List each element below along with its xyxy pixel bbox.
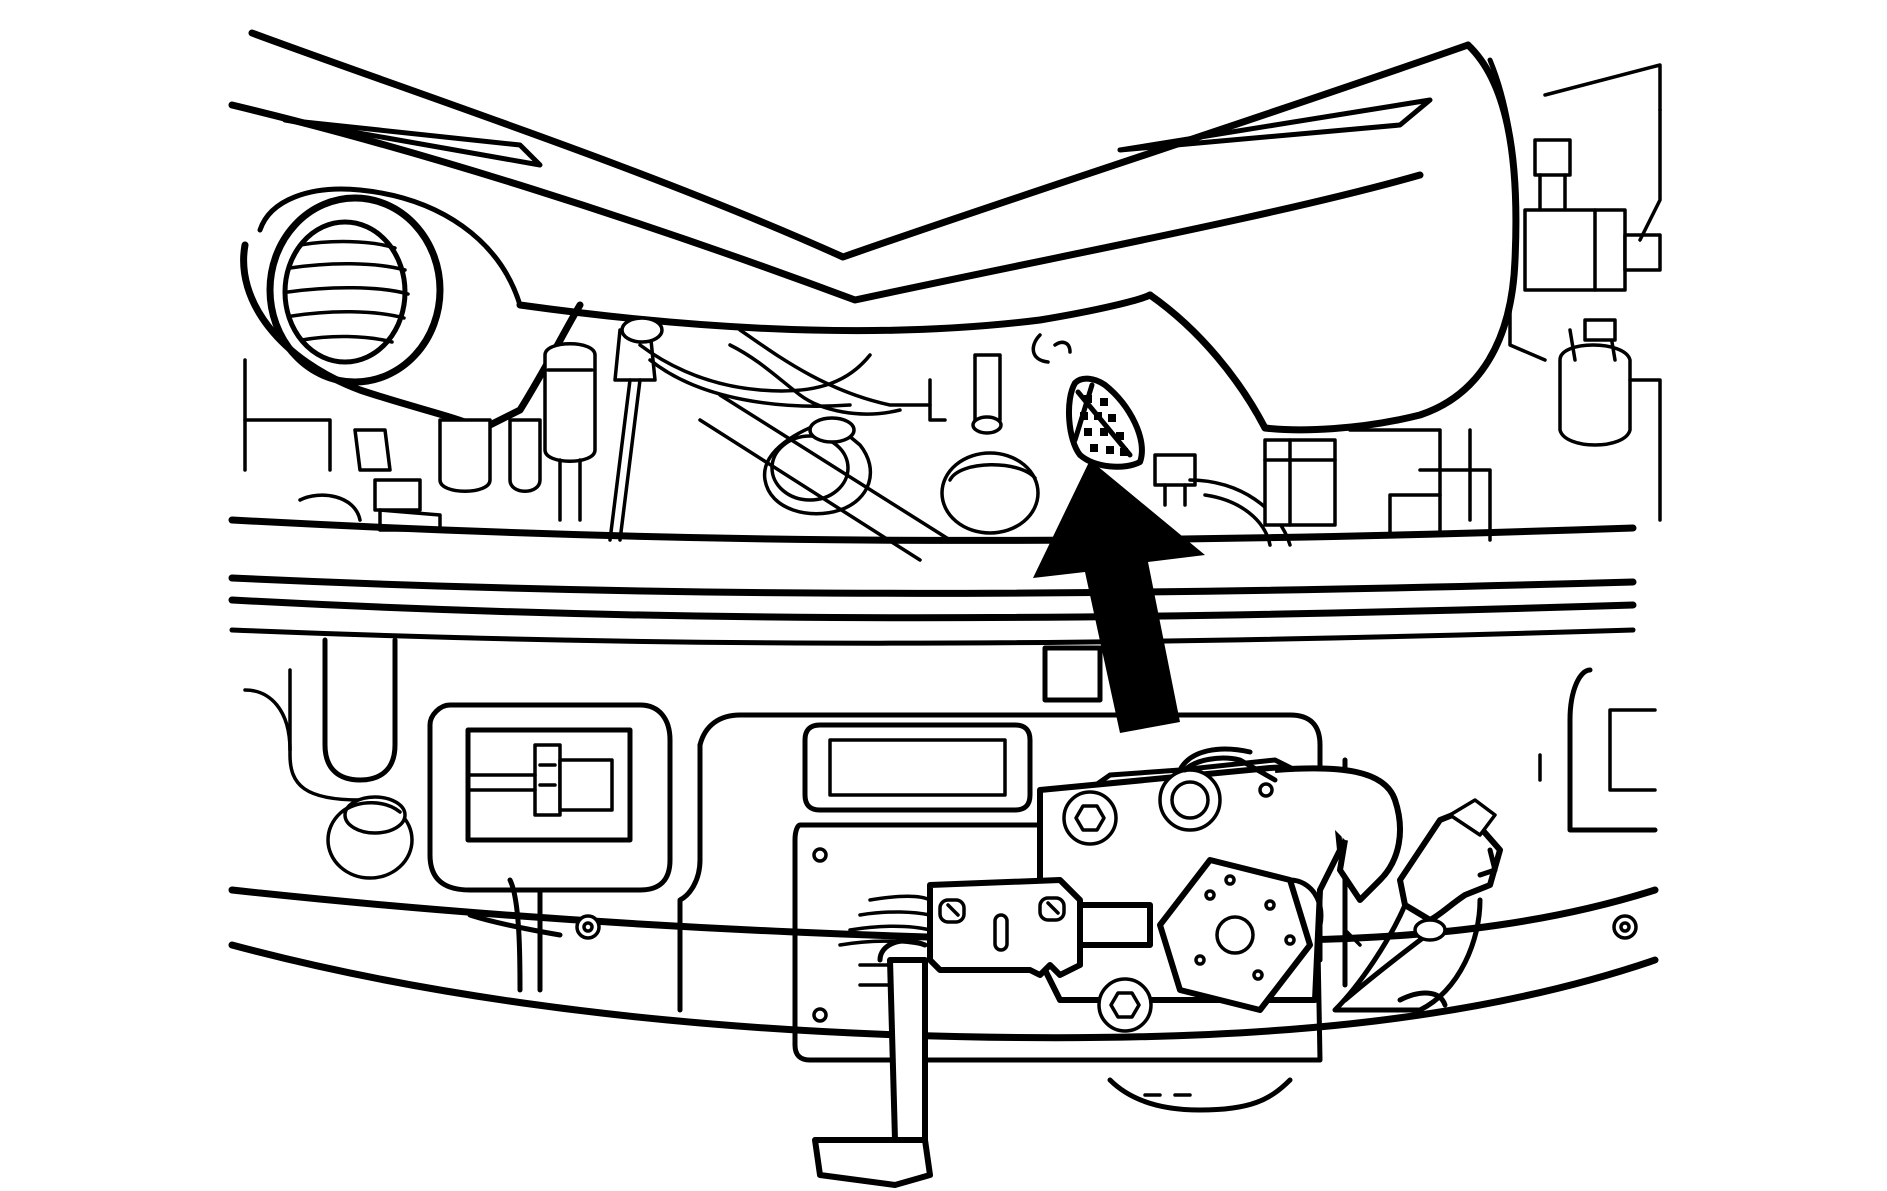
latch-release-lever	[812, 877, 1153, 1188]
fluid-cap	[762, 416, 872, 516]
secondary-catch	[1332, 798, 1503, 1013]
arrow-up-icon	[1033, 460, 1205, 733]
upper-cross-beam	[228, 516, 1637, 646]
hood-latch-mechanism	[812, 746, 1503, 1188]
round-cap	[940, 451, 1040, 535]
mesh-filter-element	[1066, 375, 1145, 470]
round-vent-grille	[266, 194, 444, 386]
hexagon-striker-plate	[1157, 857, 1324, 1013]
hex-bolt	[1062, 790, 1118, 846]
lower-bracket-tab	[1107, 1077, 1293, 1113]
latch-spring	[1158, 746, 1278, 832]
hex-bolt	[1097, 977, 1153, 1033]
